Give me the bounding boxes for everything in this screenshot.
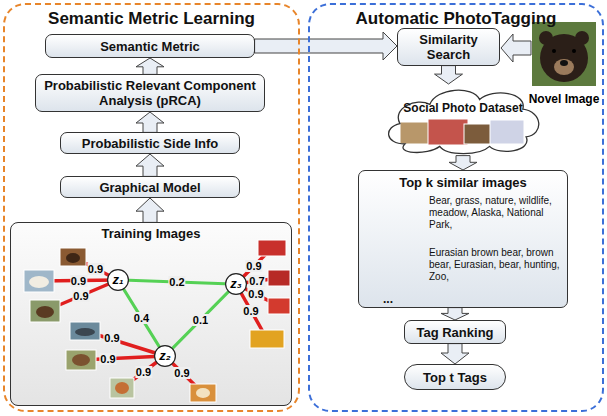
box-label: Top t Tags bbox=[412, 370, 498, 385]
weight-number: 0.9 bbox=[245, 260, 262, 272]
photo-car bbox=[258, 240, 286, 256]
box-label: Probabilistic Relevant Component Analysi… bbox=[43, 78, 257, 108]
photo-subject bbox=[72, 354, 90, 366]
photo-subject bbox=[75, 328, 95, 336]
flow-arrow bbox=[441, 344, 469, 364]
bear-nose bbox=[560, 60, 568, 66]
training-photos bbox=[24, 240, 290, 402]
photo-subject bbox=[36, 306, 54, 318]
weight-number: 0.9 bbox=[99, 353, 116, 365]
box-label: Graphical Model bbox=[68, 180, 232, 195]
edge-weight: 0.1 bbox=[192, 314, 209, 326]
bear-snout bbox=[554, 59, 574, 75]
photo-polar-bear bbox=[24, 270, 54, 292]
stage-panel: Semantic Metric LearningSemantic MetricP… bbox=[3, 3, 300, 412]
dataset-cloud: Social Photo Dataset bbox=[380, 84, 546, 156]
photo-subject bbox=[29, 276, 49, 288]
result-text: Top k similar images bbox=[363, 175, 563, 191]
node-circle bbox=[108, 270, 129, 291]
box-label: Training Images bbox=[17, 226, 285, 241]
result-text: Bear, grass, nature, wildlife, meadow, A… bbox=[429, 195, 563, 241]
similarity-edge bbox=[173, 292, 229, 348]
weight-number: 0.7 bbox=[248, 275, 265, 287]
process-box: Semantic Metric bbox=[45, 34, 255, 58]
photo bbox=[428, 119, 468, 145]
cloud-shape bbox=[389, 90, 539, 153]
photo-car bbox=[268, 298, 290, 314]
image-caption: Novel Image bbox=[528, 92, 601, 106]
flow-arrow bbox=[441, 308, 469, 320]
cloud-label: Social Photo Dataset bbox=[388, 101, 538, 115]
edge-weight: 0.2 bbox=[168, 276, 185, 288]
process-box: Similarity Search bbox=[397, 28, 500, 66]
output-box: Top t Tags bbox=[404, 364, 506, 390]
photo-subject bbox=[66, 253, 80, 263]
query-arrow bbox=[501, 34, 531, 62]
weight-number: 0.9 bbox=[103, 332, 120, 344]
cluster-node: z₂ bbox=[154, 345, 176, 367]
bear-head bbox=[540, 34, 588, 82]
novel-photo bbox=[532, 22, 596, 86]
result-text: ... bbox=[383, 293, 563, 305]
box-label: Similarity Search bbox=[405, 32, 492, 62]
box-label: Tag Ranking bbox=[412, 325, 498, 340]
photo-car bbox=[268, 270, 290, 286]
box-label: Semantic Metric bbox=[53, 39, 247, 54]
red-links bbox=[39, 248, 279, 393]
photo bbox=[490, 120, 524, 144]
cloud-outline bbox=[380, 84, 546, 156]
node-symbol: z₁ bbox=[107, 269, 129, 291]
weight-number: 0.9 bbox=[72, 290, 89, 302]
flow-arrow bbox=[255, 32, 397, 60]
node-circle bbox=[226, 274, 247, 295]
node-circle bbox=[155, 346, 176, 367]
process-box: Tag Ranking bbox=[404, 320, 506, 344]
similarity-edge bbox=[124, 289, 159, 346]
photo-animal bbox=[190, 384, 216, 402]
process-box: Probabilistic Relevant Component Analysi… bbox=[35, 74, 265, 112]
panel-title: Semantic Metric Learning bbox=[11, 9, 292, 29]
results-box: Top k similar imagesBear, grass, nature,… bbox=[358, 170, 568, 308]
photo-seal bbox=[70, 322, 100, 340]
flow-arrow bbox=[136, 58, 164, 74]
flow-arrow bbox=[435, 66, 463, 84]
photo-frame bbox=[532, 22, 596, 86]
weight-number: 0.9 bbox=[247, 288, 264, 300]
training-panel-fill bbox=[10, 222, 292, 406]
weight-number: 0.9 bbox=[135, 366, 152, 378]
flow-arrow bbox=[136, 154, 164, 176]
photo-bear bbox=[30, 300, 60, 322]
cloud-photos bbox=[400, 119, 524, 145]
process-box: Probabilistic Side Info bbox=[60, 132, 240, 154]
weight-number: 0.9 bbox=[70, 275, 87, 287]
photo-subject bbox=[196, 388, 210, 398]
photo bbox=[400, 122, 432, 144]
bear-eye bbox=[552, 49, 556, 53]
photo-bus bbox=[250, 330, 284, 348]
stage-panel: Automatic PhotoTaggingSimilarity SearchS… bbox=[308, 3, 604, 412]
weight-number: 0.9 bbox=[87, 263, 104, 275]
weight-number: 0.9 bbox=[242, 305, 259, 317]
process-box: Graphical Model bbox=[60, 176, 240, 198]
cluster-node: z₃ bbox=[225, 273, 247, 295]
box-label: Probabilistic Side Info bbox=[68, 136, 232, 151]
panel-title: Automatic PhotoTagging bbox=[316, 9, 596, 29]
flow-arrow bbox=[136, 198, 164, 222]
flow-arrow bbox=[136, 112, 164, 132]
result-text: Eurasian brown bear, brown bear, Eurasia… bbox=[429, 247, 563, 293]
edge-weight: 0.4 bbox=[133, 312, 150, 324]
flow-arrow bbox=[449, 156, 477, 170]
cluster-node: z₁ bbox=[107, 269, 129, 291]
weight-number: 0.9 bbox=[173, 367, 190, 379]
photo-bear bbox=[60, 248, 86, 266]
bear-eye bbox=[572, 49, 576, 53]
photo-bear bbox=[66, 350, 96, 370]
node-symbol: z₃ bbox=[225, 273, 247, 295]
photo-animal bbox=[110, 378, 134, 398]
photo-subject bbox=[115, 382, 129, 394]
node-symbol: z₂ bbox=[154, 345, 176, 367]
